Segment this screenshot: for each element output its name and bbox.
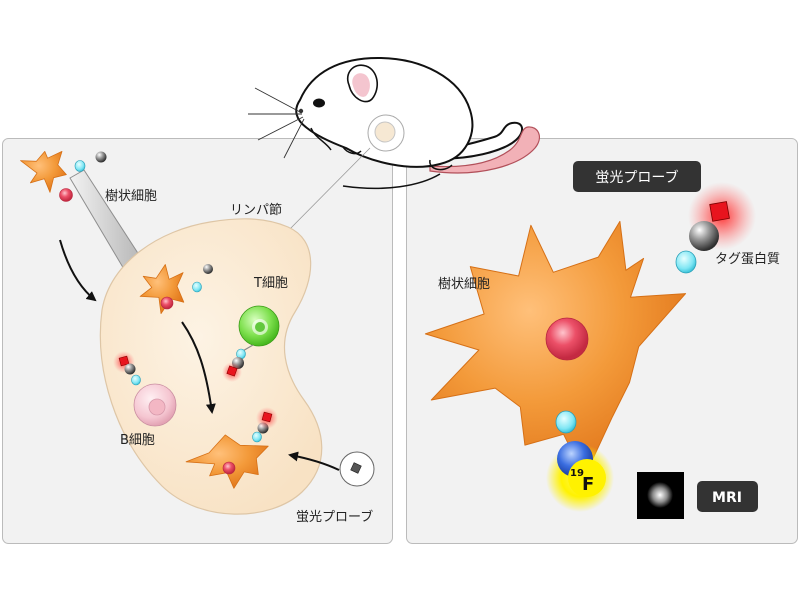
dendritic-cell-in-node-bottom: [185, 407, 278, 489]
svg-text:19: 19: [570, 468, 584, 479]
svg-text:F: F: [582, 474, 594, 495]
dendritic-cell-migrating: [20, 151, 107, 202]
migration-arrow: [59, 239, 97, 302]
dendritic-cell-large: [424, 220, 687, 478]
fluorine-probe: 19 F: [546, 410, 614, 512]
svg-text:MRI: MRI: [712, 490, 742, 506]
mri-image: [637, 472, 684, 519]
t-cell: [222, 305, 280, 382]
mri-badge: MRI: [697, 481, 758, 512]
probe-circle: [339, 451, 375, 487]
mouse-illustration: [248, 56, 540, 237]
dendritic-cell-label: 樹状細胞: [105, 189, 157, 204]
probe-badge: 蛍光プローブ: [573, 161, 701, 192]
probe-arrow: [288, 451, 340, 471]
t-cell-label: T細胞: [253, 276, 288, 291]
tag-protein-complex: [675, 182, 756, 274]
tag-protein-label: タグ蛋白質: [715, 251, 780, 267]
dendritic-cell-label-right: 樹状細胞: [438, 277, 490, 292]
b-cell-label: B細胞: [120, 433, 155, 448]
lymph-node-zoom-circle: [367, 114, 405, 152]
fluorescent-probe-label: 蛍光プローブ: [296, 509, 373, 525]
svg-text:蛍光プローブ: 蛍光プローブ: [595, 169, 678, 186]
dendritic-cell-in-node-top: [139, 264, 213, 314]
b-cell: [113, 351, 177, 427]
lymph-node-label: リンパ節: [230, 203, 282, 218]
node-arrow-1: [181, 321, 216, 414]
